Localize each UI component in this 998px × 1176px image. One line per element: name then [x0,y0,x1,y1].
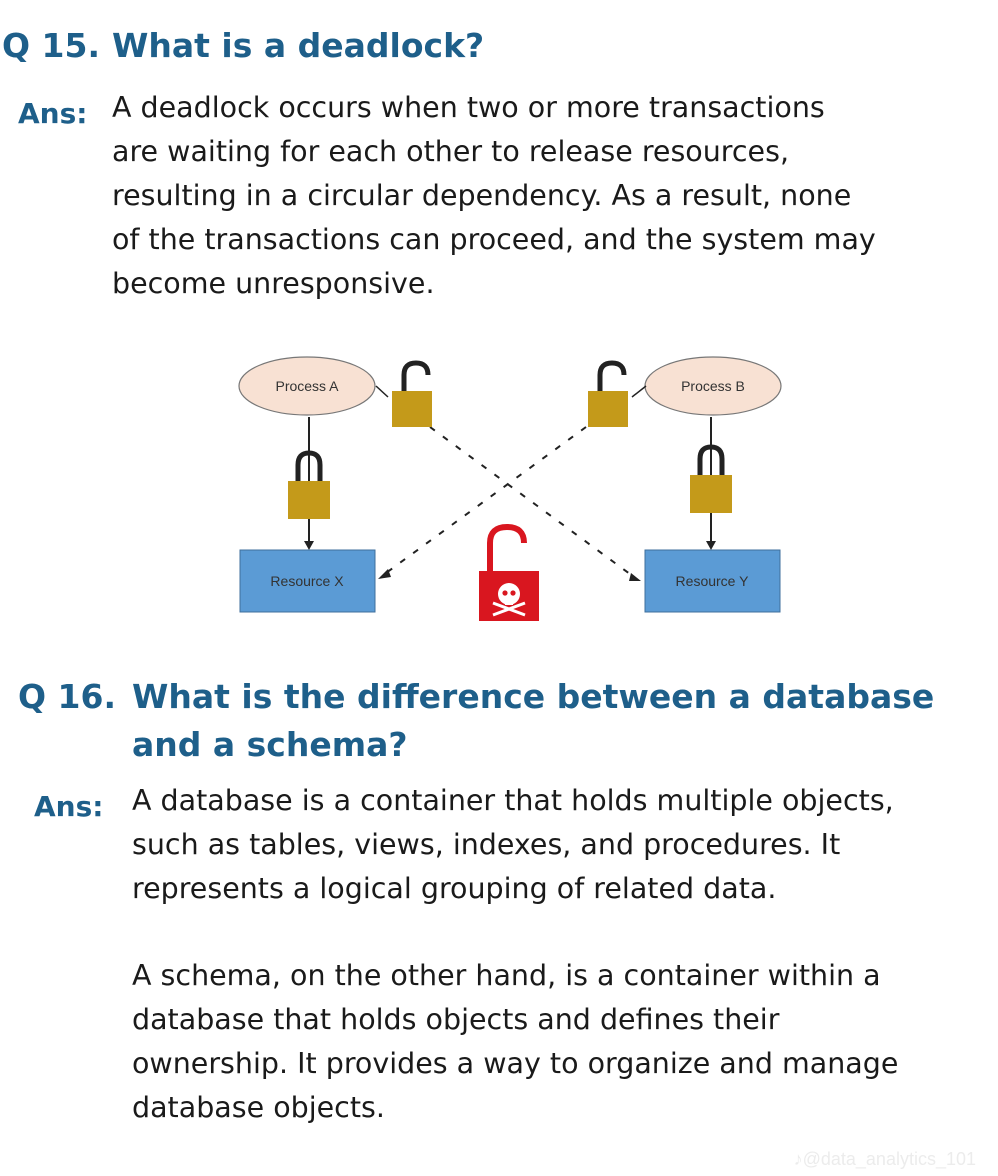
link-process-b [631,385,647,398]
lock-open-icon [588,360,628,427]
link-process-a [375,385,389,398]
deadlock-diagram: Process A Process B Resource X Resource … [238,356,782,621]
arrow-a-to-x [304,541,314,550]
answer-line: resulting in a circular dependency. As a… [112,179,852,212]
lock-closed-icon [690,444,732,513]
answer-16-label: Ans: [34,790,104,823]
answer-line: of the transactions can proceed, and the… [112,223,876,256]
resource-y-label: Resource Y [676,573,750,589]
question-16-title-line: What is the difference between a databas… [132,677,935,716]
skull-lock-icon [479,523,539,621]
question-15-number: Q 15. [2,26,101,65]
resource-y-node: Resource Y [644,549,781,613]
watermark: ♪@data_analytics_101 [793,1149,976,1169]
dashed-line-a-to-y [429,426,635,578]
arrowhead-y [629,573,641,581]
answer-line: such as tables, views, indexes, and proc… [132,828,841,861]
question-15-title: What is a deadlock? [112,26,485,65]
question-16-number: Q 16. [18,677,117,716]
lock-closed-icon [288,450,330,519]
process-a-node: Process A [238,356,376,416]
resource-x-node: Resource X [239,549,376,613]
answer-line: A schema, on the other hand, is a contai… [132,959,881,992]
answer-line: A database is a container that holds mul… [132,784,894,817]
answer-line: database that holds objects and defines … [132,1003,780,1036]
arrowhead-x [378,569,391,579]
answer-line: represents a logical grouping of related… [132,872,777,905]
question-16-title-line: and a schema? [132,725,408,764]
process-a-label: Process A [275,378,339,394]
answer-line: ownership. It provides a way to organize… [132,1047,899,1080]
dashed-line-b-to-x [385,426,587,574]
process-b-label: Process B [681,378,745,394]
answer-line: are waiting for each other to release re… [112,135,790,168]
arrow-b-to-y [706,541,716,550]
answer-15-label: Ans: [18,97,88,130]
answer-line: become unresponsive. [112,267,435,300]
answer-line: database objects. [132,1091,385,1124]
resource-x-label: Resource X [270,573,344,589]
answer-line: A deadlock occurs when two or more trans… [112,91,825,124]
lock-open-icon [392,360,432,427]
process-b-node: Process B [644,356,782,416]
